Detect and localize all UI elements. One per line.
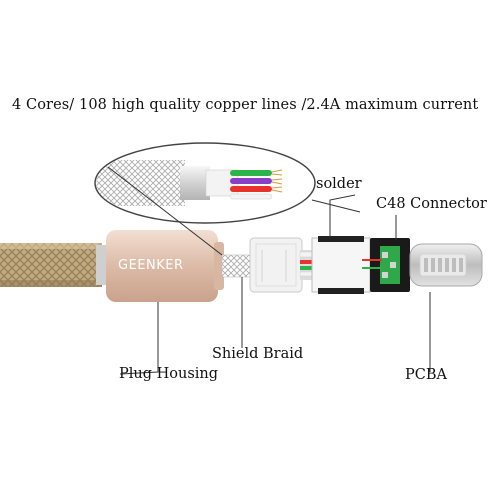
magnified-core-view <box>94 142 316 224</box>
label-pcba: PCBA <box>405 367 447 383</box>
solder-joint <box>311 236 371 294</box>
label-c48-connector: C48 Connector <box>376 196 487 212</box>
label-plug-housing: Plug Housing <box>119 366 219 382</box>
insulation-sleeve <box>249 237 303 293</box>
lightning-connector-tip <box>409 243 483 287</box>
braided-cable <box>0 243 108 287</box>
brand-logo: GEENKER <box>118 258 184 273</box>
label-solder: solder <box>316 176 362 192</box>
callout-lines <box>107 166 431 375</box>
label-shield-braid: Shield Braid <box>212 346 304 362</box>
pcba-board <box>362 238 410 292</box>
headline: 4 Cores/ 108 high quality copper lines /… <box>12 97 479 113</box>
